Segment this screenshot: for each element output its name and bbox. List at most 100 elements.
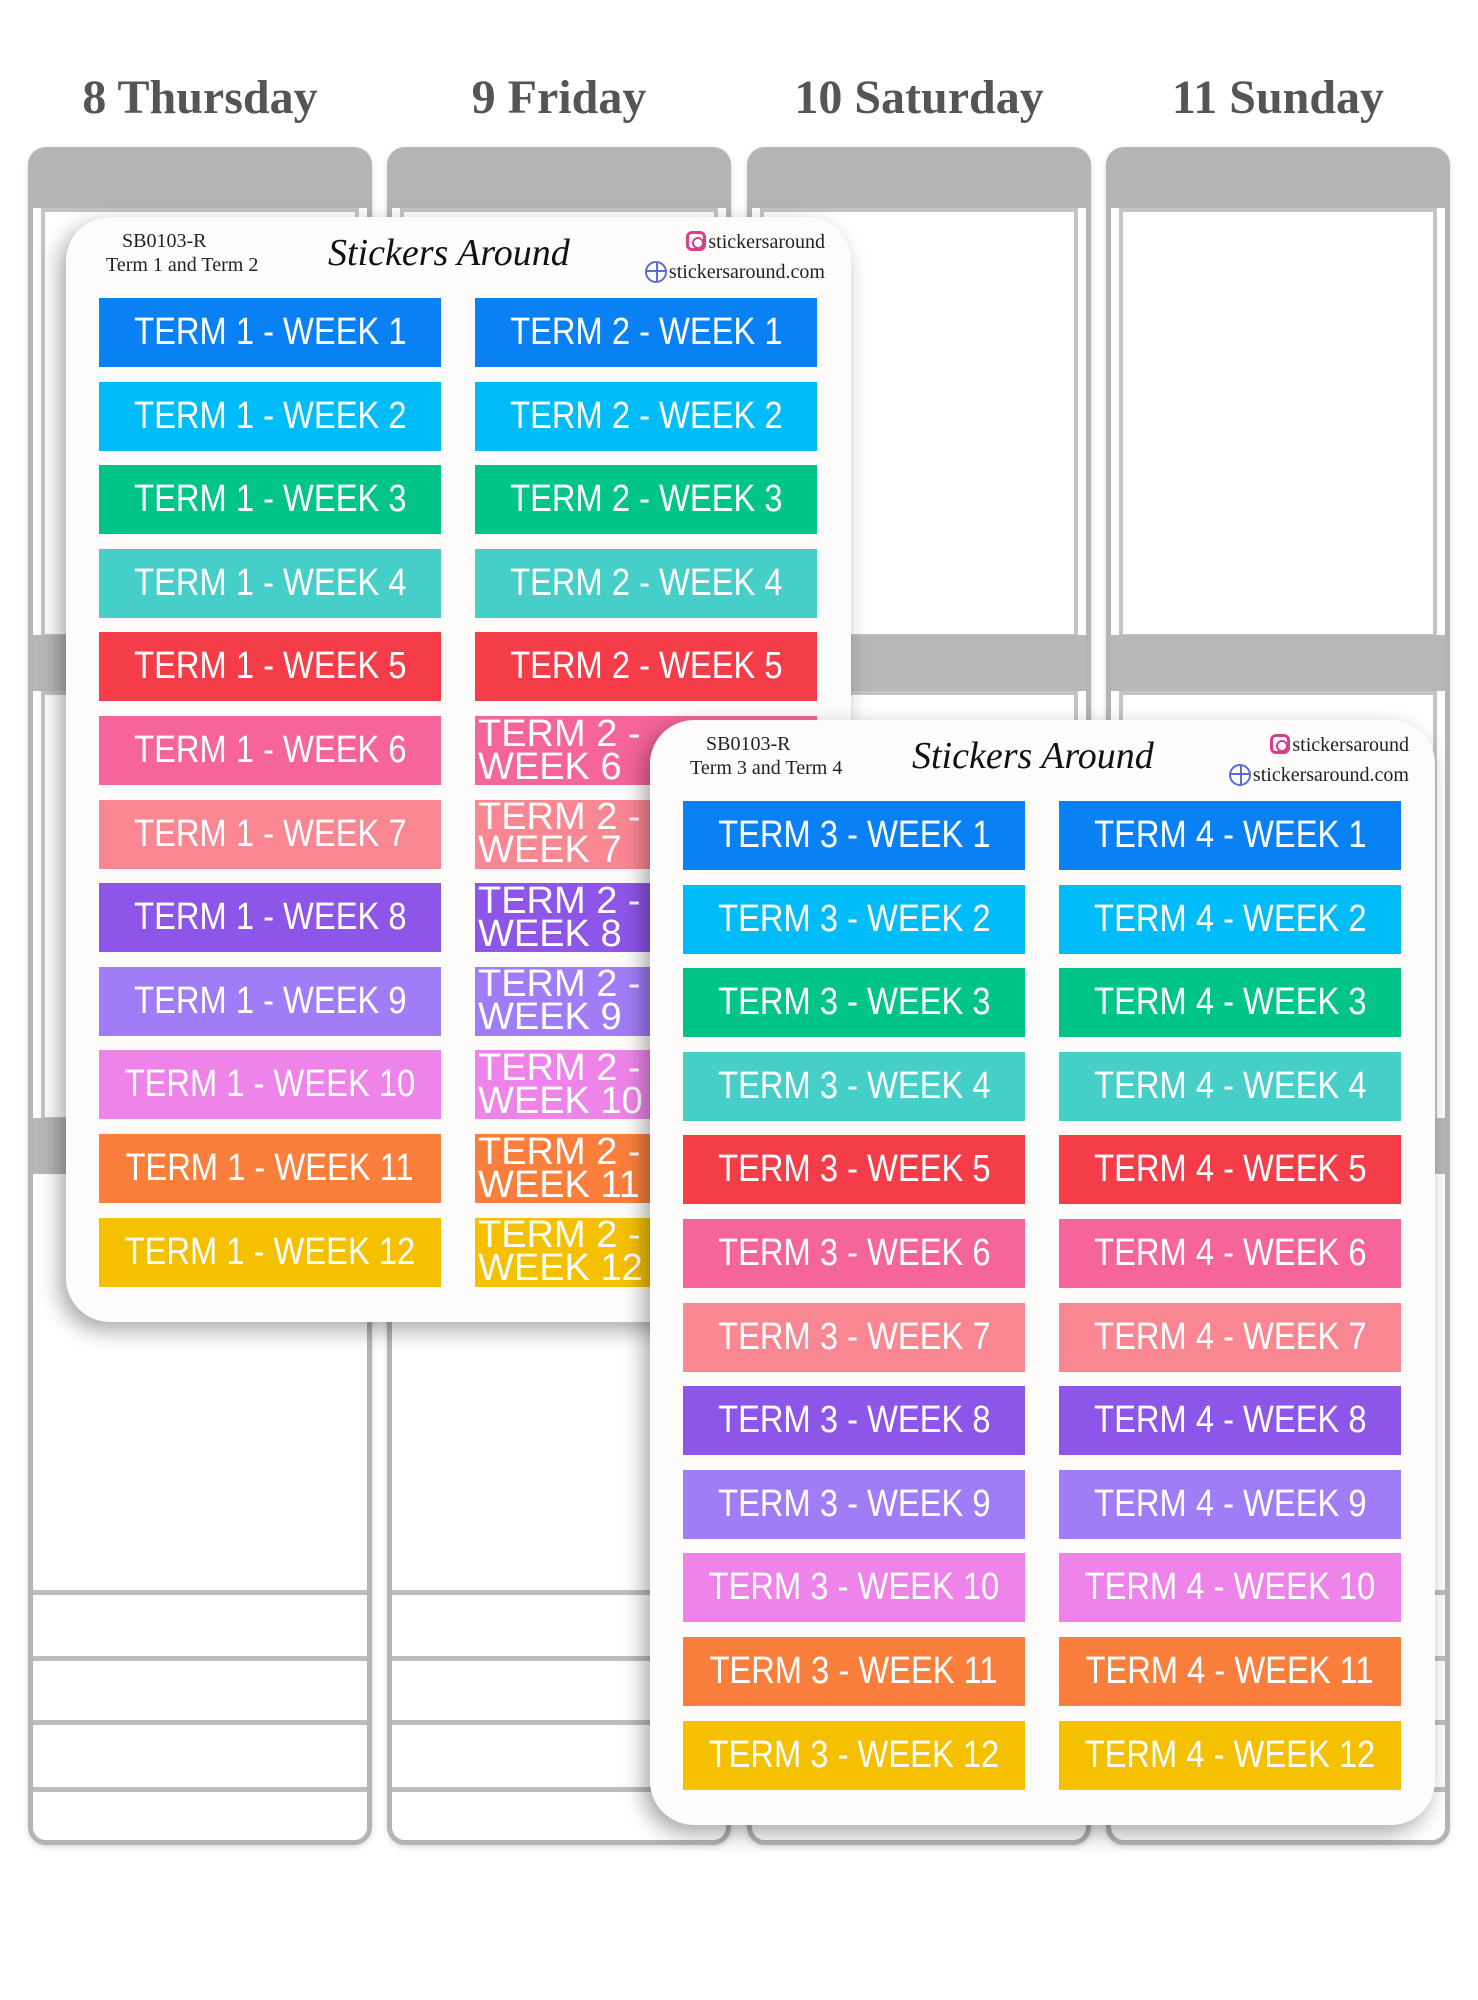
- planner-line: [392, 1590, 726, 1595]
- sheet-subtitle: Term 1 and Term 2: [106, 254, 259, 276]
- sticker-label: TERM 3 - WEEK 4: [683, 1051, 1025, 1121]
- sticker-label: TERM 4 - WEEK 8: [1059, 1386, 1401, 1456]
- sticker-label: TERM 3 - WEEK 2: [683, 884, 1025, 954]
- sticker-text: TERM 1 - WEEK 7: [133, 812, 407, 855]
- sticker-label: TERM 2 - WEEK 2: [475, 381, 817, 451]
- sticker-text: TERM 3 - WEEK 5: [717, 1148, 991, 1191]
- planner-line: [33, 1787, 367, 1792]
- sticker-text: TERM 2 - WEEK 3: [509, 478, 783, 521]
- sticker-label: TERM 4 - WEEK 10: [1059, 1553, 1401, 1623]
- sticker-text: TERM 3 - WEEK 10: [708, 1566, 1000, 1609]
- sticker-text: TERM 1 - WEEK 11: [125, 1147, 415, 1189]
- sticker-text: TERM 1 - WEEK 3: [133, 478, 407, 521]
- sticker-text: TERM 3 - WEEK 7: [717, 1315, 991, 1358]
- sticker-label: TERM 4 - WEEK 4: [1059, 1051, 1401, 1121]
- sticker-text: TERM 4 - WEEK 7: [1093, 1315, 1367, 1358]
- sheet-subtitle: Term 3 and Term 4: [690, 757, 843, 779]
- sticker-text: TERM 1 - WEEK 6: [133, 729, 407, 771]
- planner-line: [392, 1720, 726, 1725]
- sticker-label: TERM 1 - WEEK 1: [99, 298, 441, 367]
- sticker-text: TERM 2 - WEEK 4: [509, 561, 783, 604]
- sticker-label: TERM 4 - WEEK 7: [1059, 1302, 1401, 1372]
- sticker-label: TERM 2 - WEEK 4: [475, 548, 817, 618]
- sticker-label: TERM 3 - WEEK 8: [683, 1386, 1025, 1456]
- sticker-text: TERM 4 - WEEK 5: [1093, 1148, 1367, 1191]
- sticker-text: TERM 2 - WEEK 5: [509, 645, 783, 688]
- instagram-handle: stickersaround: [708, 231, 825, 253]
- sticker-text: TERM 3 - WEEK 2: [717, 897, 991, 940]
- sticker-label: TERM 1 - WEEK 10: [99, 1050, 441, 1120]
- sticker-text: TERM 4 - WEEK 12: [1084, 1733, 1376, 1776]
- sticker-label: TERM 2 - WEEK 3: [475, 465, 817, 535]
- sticker-text: TERM 3 - WEEK 1: [717, 814, 991, 856]
- sticker-label: TERM 3 - WEEK 6: [683, 1219, 1025, 1288]
- sticker-label: TERM 3 - WEEK 3: [683, 968, 1025, 1038]
- globe-icon: [644, 261, 667, 283]
- sticker-label: TERM 3 - WEEK 11: [683, 1637, 1025, 1706]
- sticker-text: TERM 4 - WEEK 10: [1084, 1566, 1376, 1609]
- brand-logo: Stickers Around: [328, 232, 570, 274]
- sticker-text: TERM 1 - WEEK 12: [124, 1230, 416, 1273]
- column-header-band: [1111, 152, 1445, 208]
- sticker-label: TERM 3 - WEEK 10: [683, 1553, 1025, 1623]
- sticker-text: TERM 4 - WEEK 8: [1093, 1399, 1367, 1442]
- column-header-band: [33, 152, 367, 208]
- sticker-label: TERM 1 - WEEK 3: [99, 465, 441, 535]
- instagram-handle: stickersaround: [1292, 734, 1409, 756]
- planner-line: [392, 1656, 726, 1661]
- planner-line: [33, 1720, 367, 1725]
- sticker-text: TERM 4 - WEEK 9: [1093, 1482, 1367, 1525]
- sticker-text: TERM 1 - WEEK 8: [133, 896, 407, 939]
- sticker-label: TERM 4 - WEEK 6: [1059, 1219, 1401, 1288]
- sticker-label: TERM 1 - WEEK 12: [99, 1217, 441, 1287]
- sticker-label: TERM 3 - WEEK 9: [683, 1469, 1025, 1539]
- planner-line: [392, 1787, 726, 1792]
- sticker-label: TERM 1 - WEEK 11: [99, 1134, 441, 1203]
- sticker-text: TERM 1 - WEEK 4: [133, 561, 407, 604]
- day-header-saturday: 10 Saturday: [794, 71, 1044, 124]
- sticker-label: TERM 1 - WEEK 4: [99, 548, 441, 618]
- sticker-label: TERM 4 - WEEK 9: [1059, 1469, 1401, 1539]
- sticker-text: TERM 3 - WEEK 12: [708, 1733, 1000, 1776]
- sticker-text: TERM 3 - WEEK 11: [709, 1650, 999, 1692]
- sticker-label: TERM 4 - WEEK 12: [1059, 1720, 1401, 1790]
- sticker-text: TERM 4 - WEEK 11: [1085, 1650, 1375, 1692]
- day-header-sunday: 11 Sunday: [1171, 71, 1385, 124]
- sticker-text: TERM 4 - WEEK 1: [1093, 814, 1367, 856]
- sticker-label: TERM 4 - WEEK 2: [1059, 884, 1401, 954]
- column-header-band: [392, 152, 726, 208]
- instagram-icon: [686, 231, 707, 251]
- sticker-text: TERM 3 - WEEK 4: [717, 1064, 991, 1107]
- sticker-text: TERM 1 - WEEK 10: [124, 1063, 416, 1106]
- sticker-label: TERM 4 - WEEK 1: [1059, 801, 1401, 870]
- sticker-text: TERM 4 - WEEK 6: [1093, 1232, 1367, 1274]
- sticker-text: TERM 2 - WEEK 11: [478, 1130, 641, 1206]
- sticker-text: TERM 4 - WEEK 3: [1093, 981, 1367, 1024]
- sticker-text: TERM 2 - WEEK 12: [478, 1214, 643, 1290]
- product-code: SB0103-R: [706, 733, 791, 755]
- sticker-label: TERM 1 - WEEK 8: [99, 883, 441, 953]
- sticker-text: TERM 2 - WEEK 7: [478, 796, 641, 872]
- sticker-text: TERM 1 - WEEK 2: [133, 394, 407, 437]
- sticker-text: TERM 3 - WEEK 8: [717, 1399, 991, 1442]
- sticker-text: TERM 4 - WEEK 4: [1093, 1064, 1367, 1107]
- column-divider-band: [1111, 635, 1445, 691]
- sticker-text: TERM 3 - WEEK 3: [717, 981, 991, 1024]
- sticker-text: TERM 2 - WEEK 8: [478, 879, 641, 955]
- globe-icon: [1228, 764, 1251, 786]
- sticker-label: TERM 3 - WEEK 5: [683, 1135, 1025, 1205]
- sticker-text: TERM 1 - WEEK 1: [133, 311, 407, 353]
- sticker-text: TERM 2 - WEEK 6: [478, 712, 641, 788]
- sticker-text: TERM 3 - WEEK 9: [717, 1482, 991, 1525]
- sticker-text: TERM 2 - WEEK 10: [478, 1046, 643, 1122]
- sticker-text: TERM 2 - WEEK 2: [509, 394, 783, 437]
- sticker-label: TERM 3 - WEEK 12: [683, 1720, 1025, 1790]
- sticker-label: TERM 3 - WEEK 7: [683, 1302, 1025, 1372]
- product-code: SB0103-R: [122, 230, 207, 252]
